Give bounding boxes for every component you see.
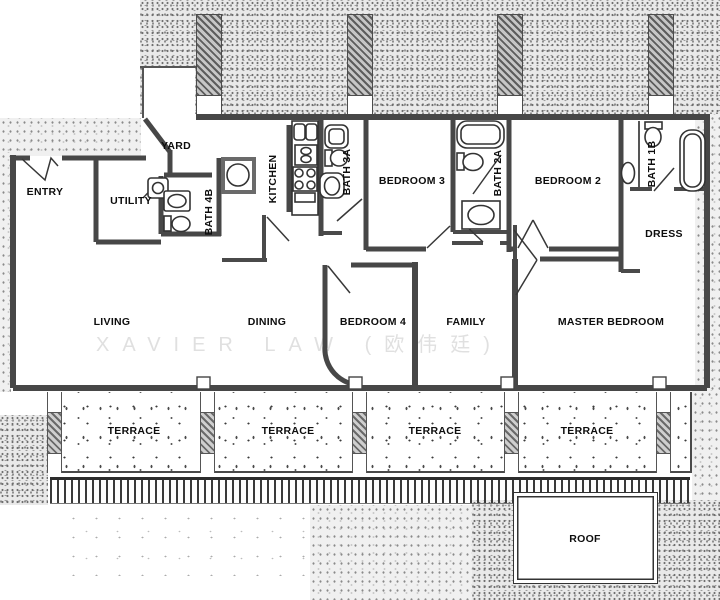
shower-tray-icon <box>324 124 349 149</box>
watermark: XAVIER LAW (欧伟廷) <box>96 334 503 356</box>
structural-column <box>196 14 222 96</box>
structural-column <box>656 392 671 473</box>
toilet-icon <box>324 149 349 167</box>
room-label-utility: UTILITY <box>110 195 152 207</box>
roof-slab <box>513 492 658 584</box>
toilet-icon <box>644 121 663 148</box>
toilet-icon <box>456 152 484 172</box>
walls <box>10 66 710 391</box>
sink-icon <box>620 161 636 185</box>
room-label-dining: DINING <box>247 316 287 328</box>
laundry-tub-icon <box>221 157 256 194</box>
room-label-terrace-1: TERRACE <box>107 425 161 437</box>
sink-icon <box>163 190 191 212</box>
shower-tray-icon <box>147 177 169 199</box>
terrace-band <box>47 392 692 473</box>
room-label-bath2a: BATH 2A <box>492 149 504 197</box>
room-label-terrace-3: TERRACE <box>408 425 462 437</box>
left-top-texture <box>0 118 141 156</box>
room-label-yard: YARD <box>161 140 191 152</box>
room-label-living: LIVING <box>93 316 131 328</box>
bathtub-icon <box>679 129 706 192</box>
room-label-roof: ROOF <box>569 533 601 545</box>
room-label-bedroom4: BEDROOM 4 <box>339 316 407 328</box>
bottom-mid-texture <box>310 505 475 600</box>
room-label-master-bedroom: MASTER BEDROOM <box>557 316 665 328</box>
room-label-entry: ENTRY <box>26 186 64 198</box>
room-label-terrace-4: TERRACE <box>560 425 614 437</box>
structural-column <box>504 392 519 473</box>
room-label-bath3a: BATH 3A <box>341 148 353 196</box>
stove-icon <box>292 166 318 203</box>
bathtub-icon <box>319 172 345 199</box>
sink-icon <box>461 200 501 230</box>
yard-white-notch <box>143 68 195 114</box>
room-label-kitchen: KITCHEN <box>267 154 279 204</box>
bathtub-icon <box>456 120 505 149</box>
room-label-bath1b: BATH 1B <box>646 140 658 188</box>
room-label-terrace-2: TERRACE <box>261 425 315 437</box>
west-edge-texture <box>0 152 11 392</box>
structural-column <box>352 392 367 473</box>
room-label-bedroom3: BEDROOM 3 <box>378 175 446 187</box>
room-label-bedroom2: BEDROOM 2 <box>534 175 602 187</box>
toilet-icon <box>163 215 191 233</box>
structural-column <box>47 392 62 473</box>
structural-column <box>648 14 674 96</box>
left-lower-texture <box>0 415 48 505</box>
east-lower-texture <box>692 390 720 505</box>
top-exterior-texture <box>140 0 720 114</box>
structural-column <box>200 392 215 473</box>
structural-column <box>497 14 523 96</box>
room-label-dress: DRESS <box>645 228 683 240</box>
structural-column <box>347 14 373 96</box>
room-label-family: FAMILY <box>446 316 486 328</box>
room-label-bath4b: BATH 4B <box>203 188 215 236</box>
railing <box>50 477 690 504</box>
